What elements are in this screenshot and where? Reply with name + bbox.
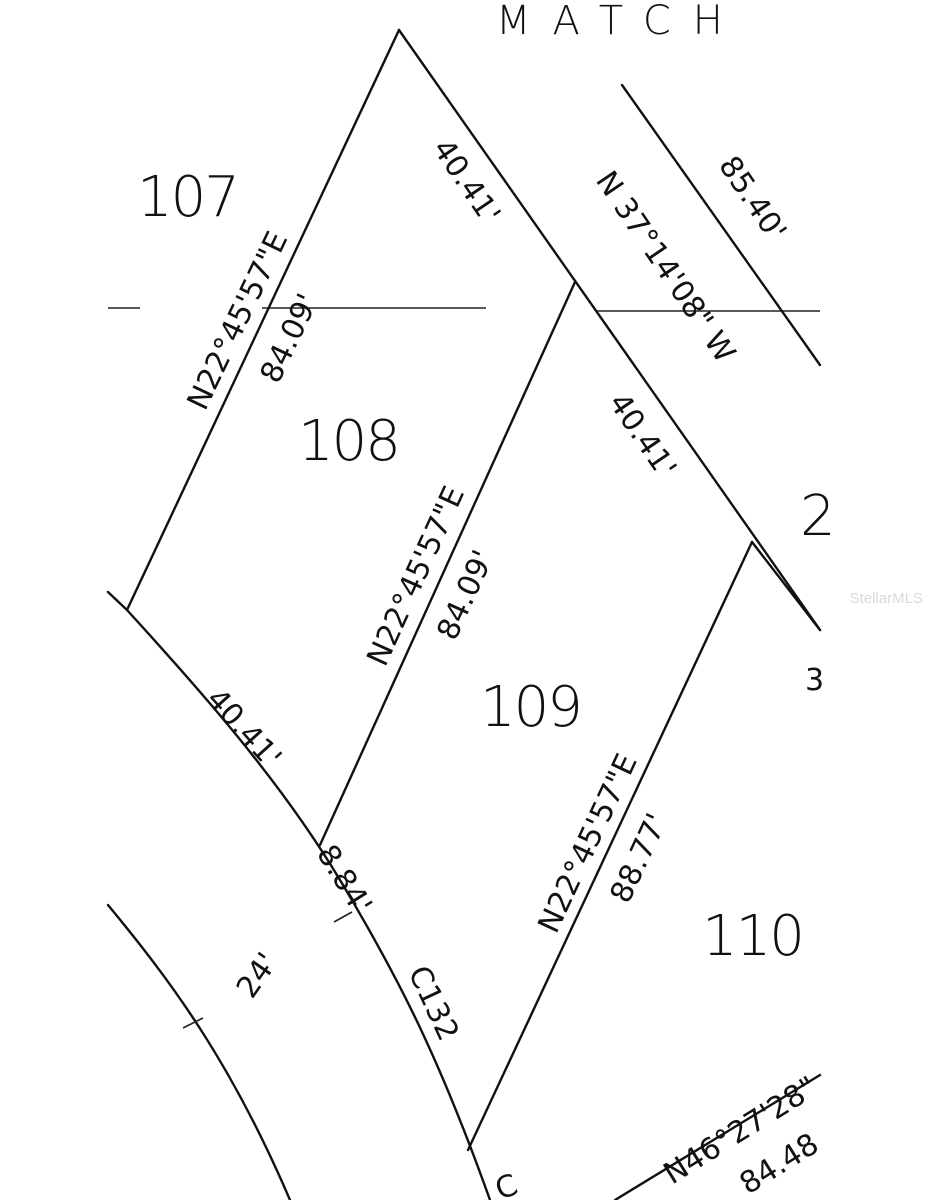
match-line-label: MATCH [496,0,745,44]
lot-108-109-line [318,280,577,847]
lot-109-label: 109 [480,675,581,740]
bottom-right-line [613,1073,822,1200]
partial-curve-label: C [491,1167,523,1200]
watermark: StellarMLS [849,590,923,607]
partial-lot-label-mid: 3 [805,663,824,698]
rear-boundary-line [397,28,822,632]
dim-109-front-arc: 8.84' [309,839,378,921]
dim-109-rear: 40.41' [601,387,683,485]
dim-right-85: 85.40' [711,150,793,248]
lot-107-label: 107 [137,165,238,230]
front-row-curve [106,590,492,1200]
lot-109-110-line [466,540,754,1152]
right-edge-line [750,540,822,632]
partial-lot-label-top: 2 [800,484,834,549]
road-width-label: 24' [230,946,285,1004]
road-tick [182,1017,204,1029]
lot-108-label: 108 [298,409,399,474]
dim-108-rear: 40.41' [425,133,507,231]
right-parallel-line [620,83,822,367]
curve-label: C132 [401,961,466,1047]
lot-110-label: 110 [702,904,803,969]
dim-108-front: 40.41' [199,682,288,775]
curve-tick [333,911,353,923]
lot-107-108-line [125,28,401,612]
road-far-curve [106,903,292,1200]
bearing-rear-boundary: N 37°14'08" W [588,165,742,369]
